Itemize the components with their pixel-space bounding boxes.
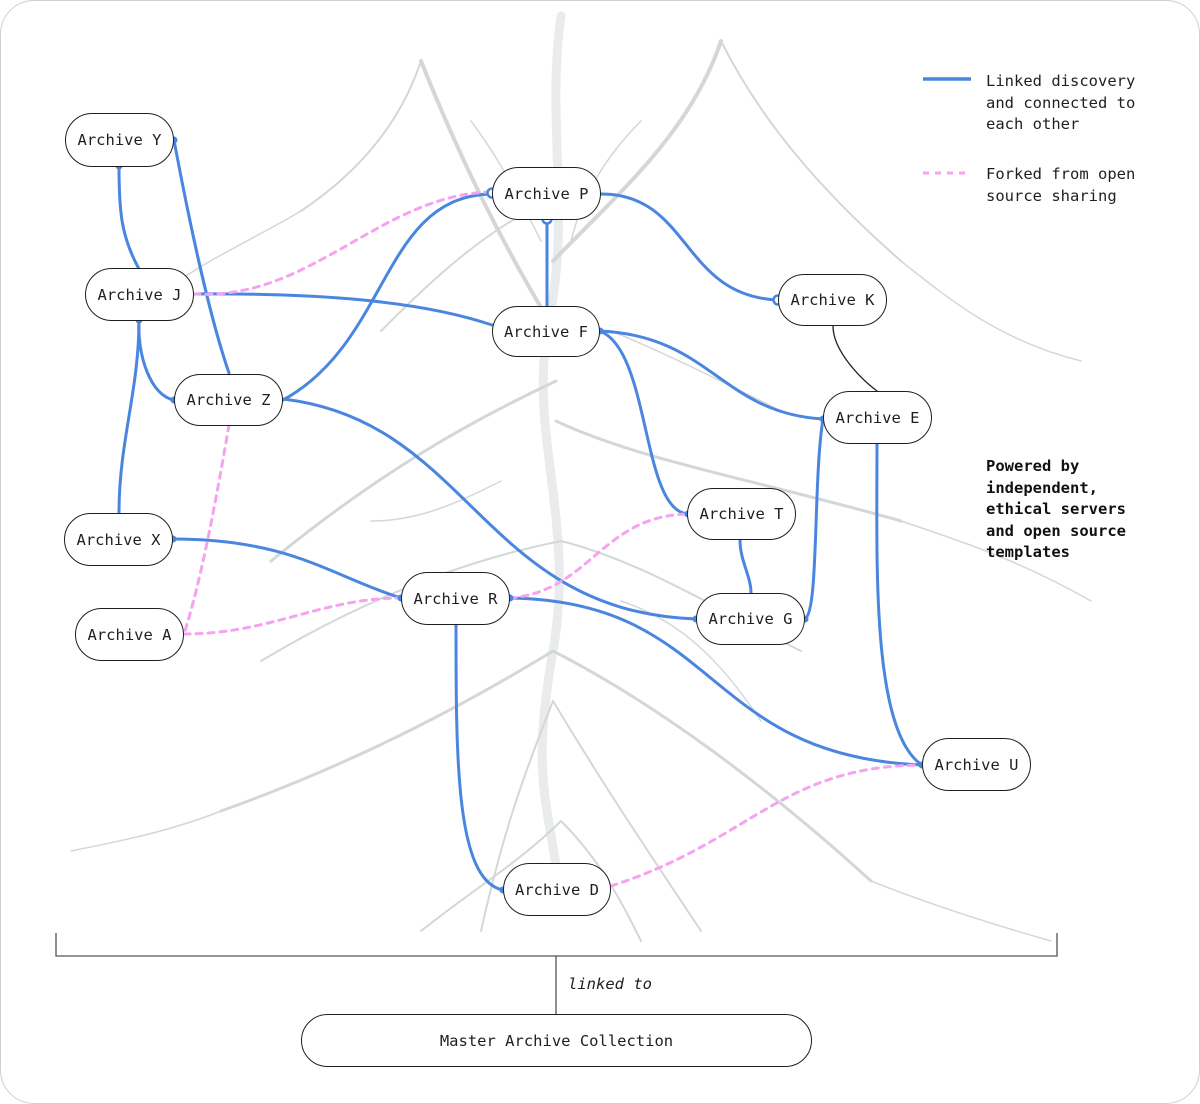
node-archive-d[interactable]: Archive D xyxy=(503,863,611,916)
link-j-x xyxy=(117,318,141,515)
node-archive-z[interactable]: Archive Z xyxy=(174,374,283,426)
background-roots xyxy=(70,11,1092,942)
link-z-g xyxy=(281,397,698,621)
fork-j-p xyxy=(192,190,494,296)
link-j-f xyxy=(192,292,494,327)
fork-a-r xyxy=(182,596,403,636)
powered-by-note: Powered by independent, ethical servers … xyxy=(986,457,1126,561)
link-f-e xyxy=(598,329,825,421)
link-r-d xyxy=(454,622,505,892)
node-archive-y[interactable]: Archive Y xyxy=(65,113,174,167)
link-r-u xyxy=(508,596,924,767)
fork-r-t xyxy=(508,512,690,600)
node-archive-k[interactable]: Archive K xyxy=(778,274,887,326)
link-e-u xyxy=(875,442,924,767)
node-archive-x[interactable]: Archive X xyxy=(64,513,173,566)
link-j-z xyxy=(137,318,176,402)
link-endpoints xyxy=(115,136,926,894)
fork-d-u xyxy=(609,763,924,888)
node-archive-t[interactable]: Archive T xyxy=(687,488,796,540)
link-y-z xyxy=(172,138,231,375)
fork-z-a xyxy=(182,423,231,636)
node-archive-u[interactable]: Archive U xyxy=(922,738,1031,791)
node-archive-p[interactable]: Archive P xyxy=(492,167,601,220)
collection-bracket xyxy=(55,933,1058,1014)
legend-linked-label: Linked discovery and connected to each o… xyxy=(986,72,1136,133)
link-t-g xyxy=(738,538,753,595)
master-archive-collection[interactable]: Master Archive Collection xyxy=(301,1014,812,1067)
link-y-j xyxy=(117,164,141,271)
linked-to-label: linked to xyxy=(568,975,652,993)
node-archive-g[interactable]: Archive G xyxy=(696,593,805,645)
node-archive-e[interactable]: Archive E xyxy=(823,391,932,444)
connector-k-e xyxy=(832,325,878,392)
link-x-r xyxy=(171,537,403,600)
node-archive-r[interactable]: Archive R xyxy=(401,572,510,625)
link-z-p xyxy=(281,192,494,402)
link-f-t xyxy=(598,329,690,516)
legend-forked-label: Forked from open source sharing xyxy=(986,165,1136,205)
link-e-g xyxy=(803,417,825,621)
link-p-k xyxy=(599,192,780,302)
node-archive-j[interactable]: Archive J xyxy=(85,268,194,321)
node-archive-a[interactable]: Archive A xyxy=(75,608,184,661)
node-archive-f[interactable]: Archive F xyxy=(492,306,600,357)
